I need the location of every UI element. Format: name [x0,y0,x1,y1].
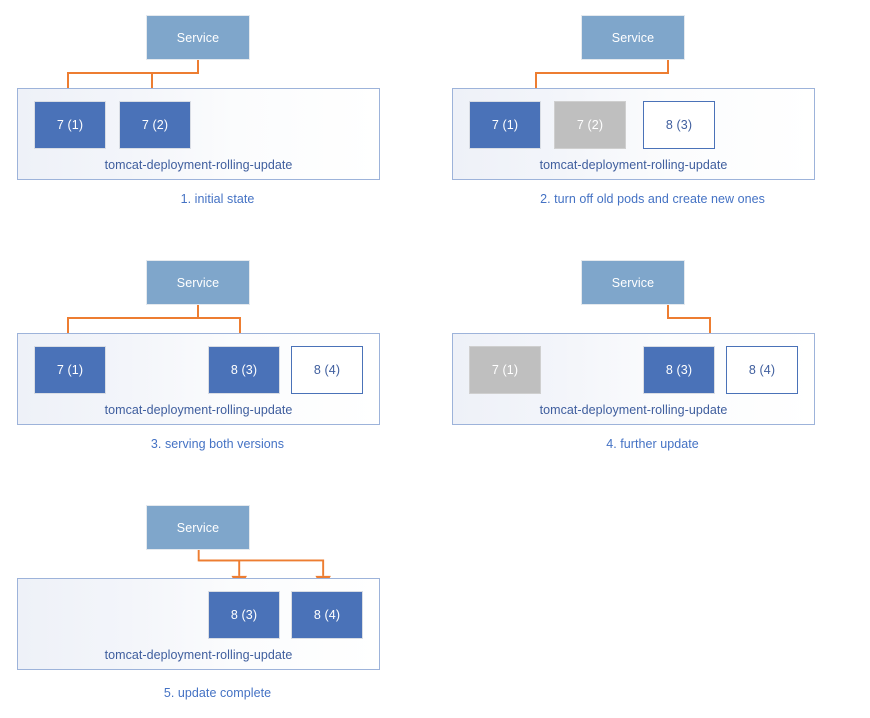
panel-caption: 4. further update [606,437,699,451]
service-node[interactable]: Service [146,15,250,60]
service-label: Service [176,275,220,290]
pod-label: 7 (1) [56,118,84,132]
panel-caption: 5. update complete [163,686,272,700]
panel-initial-state: Service 7 (1) 7 (2) tomcat-deployment-ro… [0,0,435,220]
panel-caption: 3. serving both versions [150,437,285,451]
pod-label: 7 (2) [141,118,169,132]
pod-box[interactable]: 8 (3) [208,346,280,394]
pod-box[interactable]: 8 (3) [208,591,280,639]
pod-label: 7 (1) [491,363,519,377]
pod-label: 7 (2) [576,118,604,132]
pod-label: 7 (1) [56,363,84,377]
pod-box[interactable]: 7 (1) [469,101,541,149]
panel-caption: 1. initial state [180,192,255,206]
deployment-container[interactable]: 7 (1) 7 (2) tomcat-deployment-rolling-up… [17,88,380,180]
panel-caption: 2. turn off old pods and create new ones [540,192,765,206]
service-node[interactable]: Service [146,505,250,550]
deployment-name-label: tomcat-deployment-rolling-update [104,403,293,417]
service-label: Service [176,30,220,45]
deployment-name-label: tomcat-deployment-rolling-update [104,648,293,662]
pod-label: 8 (4) [313,363,341,377]
pod-box[interactable]: 8 (3) [643,346,715,394]
service-label: Service [176,520,220,535]
service-node[interactable]: Service [581,15,685,60]
deployment-name-label: tomcat-deployment-rolling-update [104,158,293,172]
pod-label: 8 (3) [230,608,258,622]
deployment-container[interactable]: 8 (3) 8 (4) tomcat-deployment-rolling-up… [17,578,380,670]
service-node[interactable]: Service [146,260,250,305]
pod-box[interactable]: 8 (4) [291,591,363,639]
service-label: Service [611,30,655,45]
pod-box[interactable]: 8 (3) [643,101,715,149]
pod-label: 7 (1) [491,118,519,132]
deployment-container[interactable]: 7 (1) 8 (3) 8 (4) tomcat-deployment-roll… [452,333,815,425]
panel-further-update: Service 7 (1) 8 (3) 8 (4) tomcat-deploym… [435,245,870,465]
pod-label: 8 (3) [665,118,693,132]
pod-label: 8 (4) [313,608,341,622]
panel-serving-both-versions: Service 7 (1) 8 (3) 8 (4) tomcat-deploym… [0,245,435,465]
pod-box[interactable]: 7 (1) [34,101,106,149]
pod-box[interactable]: 7 (2) [554,101,626,149]
pod-label: 8 (4) [748,363,776,377]
panel-turn-off-old-pods: Service 7 (1) 7 (2) 8 (3) tomcat-deploym… [435,0,870,220]
pod-label: 8 (3) [665,363,693,377]
pod-box[interactable]: 7 (1) [34,346,106,394]
pod-label: 8 (3) [230,363,258,377]
deployment-container[interactable]: 7 (1) 7 (2) 8 (3) tomcat-deployment-roll… [452,88,815,180]
pod-box[interactable]: 7 (1) [469,346,541,394]
deployment-name-label: tomcat-deployment-rolling-update [539,158,728,172]
pod-box[interactable]: 8 (4) [291,346,363,394]
pod-box[interactable]: 7 (2) [119,101,191,149]
pod-box[interactable]: 8 (4) [726,346,798,394]
deployment-container[interactable]: 7 (1) 8 (3) 8 (4) tomcat-deployment-roll… [17,333,380,425]
deployment-name-label: tomcat-deployment-rolling-update [539,403,728,417]
service-node[interactable]: Service [581,260,685,305]
panel-update-complete: Service 8 (3) 8 (4) tomcat-deployment-ro… [0,490,435,718]
service-label: Service [611,275,655,290]
